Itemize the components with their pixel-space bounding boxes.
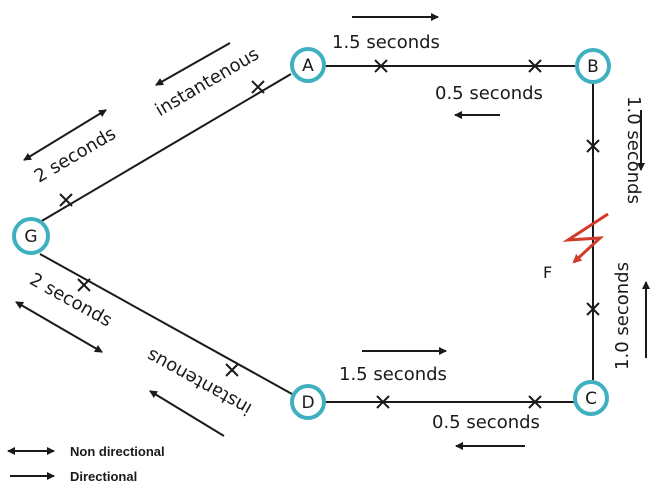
ab-bottom-label: 0.5 seconds xyxy=(435,83,543,104)
network-lines xyxy=(39,65,594,403)
fault-label: F xyxy=(543,263,552,282)
node-c: C xyxy=(573,380,609,416)
node-c-label: C xyxy=(585,389,597,409)
dg-directional-arrow-icon xyxy=(149,390,225,437)
node-a-label: A xyxy=(302,56,314,76)
line-g-a xyxy=(39,73,292,223)
ag-directional-arrow-icon xyxy=(155,42,231,86)
gd-non-directional-arrow-icon xyxy=(15,301,103,353)
ga-non-directional-arrow-icon xyxy=(23,109,107,161)
gd-instantaneous-label: instantenous xyxy=(143,344,255,419)
breaker-x-icon xyxy=(59,193,73,207)
arrows xyxy=(15,13,650,450)
dc-bottom-label: 0.5 seconds xyxy=(432,412,540,433)
node-b: B xyxy=(575,48,611,84)
breaker-x-icon xyxy=(77,278,91,292)
breaker-x-icon xyxy=(251,80,265,94)
breaker-x-icon xyxy=(586,302,600,316)
node-d: D xyxy=(290,384,326,420)
node-b-label: B xyxy=(587,57,599,77)
dc-top-label: 1.5 seconds xyxy=(339,364,447,385)
breaker-x-icon xyxy=(528,59,542,73)
bc-lower-label: 1.0 seconds xyxy=(612,262,633,370)
breaker-x-icon xyxy=(376,395,390,409)
node-g: G xyxy=(12,217,50,255)
line-g-d xyxy=(39,253,293,395)
breakers xyxy=(59,59,600,409)
legend-directional-label: Directional xyxy=(70,469,137,484)
node-d-label: D xyxy=(301,393,314,413)
node-a: A xyxy=(290,47,326,83)
fault-lightning-icon xyxy=(562,212,609,264)
ab-top-label: 1.5 seconds xyxy=(332,32,440,53)
breaker-x-icon xyxy=(586,139,600,153)
breaker-x-icon xyxy=(374,59,388,73)
ga-two-seconds-label: 2 seconds xyxy=(31,123,120,187)
breaker-x-icon xyxy=(225,363,239,377)
legend: Non directional Directional xyxy=(7,444,165,484)
bc-upper-label: 1.0 seconds xyxy=(623,96,644,204)
legend-non-directional-label: Non directional xyxy=(70,444,165,459)
node-g-label: G xyxy=(24,227,37,247)
gd-two-seconds-label: 2 seconds xyxy=(26,269,116,331)
breaker-x-icon xyxy=(528,395,542,409)
